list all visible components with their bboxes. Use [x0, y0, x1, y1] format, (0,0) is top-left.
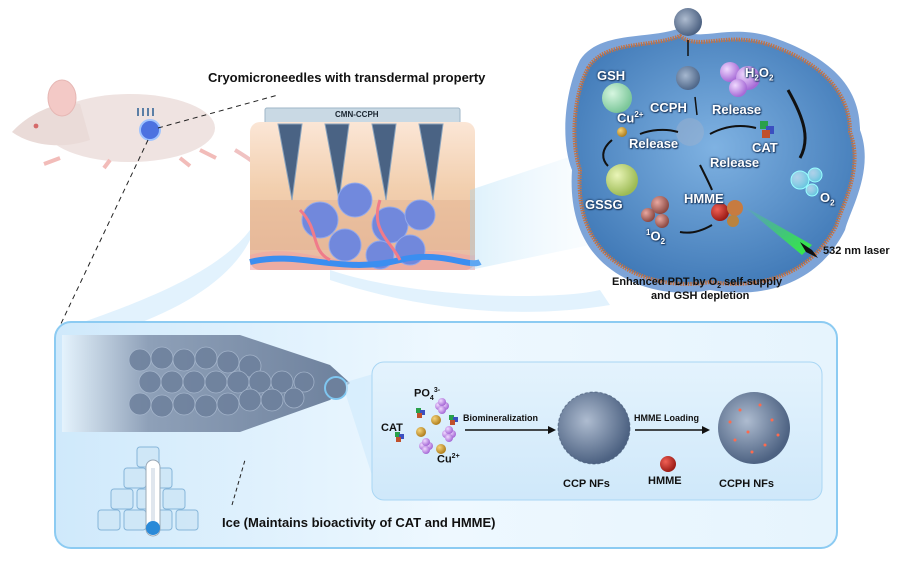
- copper-ion-label-synthesis: Cu2+: [437, 453, 460, 466]
- cat-label: CAT: [752, 140, 778, 155]
- hmme-sphere: [660, 456, 676, 472]
- o2-label: O2: [820, 190, 835, 208]
- release-label-mid: Release: [710, 155, 760, 170]
- thermometer-icon: [145, 459, 161, 537]
- pdt-caption-line1: Enhanced PDT by O2 self-supply: [612, 276, 783, 291]
- ccph-nfs-label: CCPH NFs: [719, 478, 775, 490]
- patch-label: CMN-CCPH: [335, 110, 379, 119]
- cat-enzyme-glyph: [760, 121, 774, 138]
- hmme-reagent-label: HMME: [648, 475, 682, 487]
- reactant-cluster: [395, 398, 458, 454]
- release-label-left: Release: [629, 136, 679, 151]
- release-label-top: Release: [712, 102, 762, 117]
- microneedle-title: Cryomicroneedles with transdermal proper…: [208, 70, 486, 85]
- ccp-nfs-label: CCP NFs: [563, 478, 610, 490]
- ccph-label: CCPH: [650, 100, 687, 115]
- gssg-label: GSSG: [585, 197, 623, 212]
- ccph-nanoflower: [718, 392, 790, 464]
- tumor-cell-illustration: [565, 8, 865, 293]
- packed-nanoflowers: [128, 346, 315, 418]
- microneedle-skin-block: [249, 107, 482, 270]
- ice-caption: Ice (Maintains bioactivity of CAT and HM…: [222, 515, 496, 530]
- mouse-illustration: [12, 79, 267, 180]
- cat-label-synthesis: CAT: [381, 422, 403, 434]
- copper-ion-label: Cu2+: [617, 110, 644, 126]
- laser-label: 532 nm laser: [823, 245, 890, 257]
- gsh-label: GSH: [597, 68, 626, 83]
- h2o2-label: H2O2: [745, 65, 774, 83]
- hmme-loading-step-label: HMME Loading: [634, 413, 699, 423]
- hmme-label-cell: HMME: [684, 191, 724, 206]
- pdt-caption-line2: and GSH depletion: [651, 290, 750, 302]
- biomineralization-step-label: Biomineralization: [463, 413, 539, 423]
- singlet-oxygen-label: 1O2: [646, 228, 666, 246]
- po4-label: PO43-: [414, 387, 441, 402]
- ccp-nanoflower: [558, 392, 630, 464]
